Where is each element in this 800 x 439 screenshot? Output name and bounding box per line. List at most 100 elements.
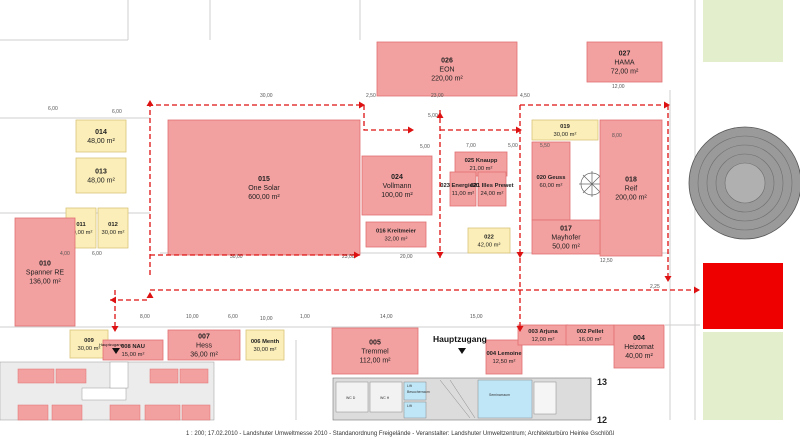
booth-label: 021 Illes Prewet xyxy=(470,183,513,189)
booth-label: 027 xyxy=(619,50,631,57)
booth-name: Vollmann xyxy=(383,183,412,190)
dimension-value: 6,00 xyxy=(228,314,238,320)
booth-label: 006 Menth xyxy=(251,339,280,345)
booth-area-label: 12,00 m² xyxy=(532,337,555,343)
booth-name: Reif xyxy=(625,185,638,192)
green-area-bottom xyxy=(703,332,783,420)
booth-label: 016 Kreitmeier xyxy=(376,229,417,235)
booth-label: 023 Energie2000 xyxy=(440,183,485,189)
visitor-routes xyxy=(110,100,700,332)
booth-014: 014 48,00 m² xyxy=(75,119,127,153)
booth-area-label: 21,00 m² xyxy=(470,166,493,172)
booth-area xyxy=(449,171,477,207)
booth-label: 008 NAU xyxy=(121,344,145,350)
tree-symbol xyxy=(579,171,605,197)
label-lift: Lift xyxy=(407,384,412,388)
dimension-value: 8,00 xyxy=(612,133,622,139)
booth-label: 018 xyxy=(625,176,637,183)
dimension-value: 30,00 xyxy=(260,93,273,99)
dimension-value: 20,00 xyxy=(400,254,413,260)
booth-area xyxy=(75,119,127,153)
round-pavilion xyxy=(688,126,800,240)
booth-area-label: 600,00 m² xyxy=(248,194,280,201)
booth-label: 004 Lemoine xyxy=(486,351,522,357)
route-arrow-icon xyxy=(694,286,700,294)
dimension-value: 8,00 xyxy=(140,314,150,320)
booth-name: Hess xyxy=(196,342,212,349)
booth-area-label: 30,00 m² xyxy=(554,132,577,138)
dimension-value: 6,00 xyxy=(92,251,102,257)
booth-area-label: 48,00 m² xyxy=(87,138,115,145)
booth-area xyxy=(586,41,663,83)
dimension-value: 30,00 xyxy=(230,254,243,260)
booth-area-label: 72,00 m² xyxy=(611,68,639,75)
route-arrow-icon xyxy=(436,112,444,118)
entrance-label: Hauptzugang xyxy=(433,334,487,344)
booth-area xyxy=(14,217,76,327)
dimension-value: 12,00 xyxy=(612,84,625,90)
booth-area xyxy=(245,329,285,361)
dimension-value: 12,50 xyxy=(600,258,613,264)
label-wc-d: WC D xyxy=(346,396,356,400)
route-arrow-icon xyxy=(146,292,154,298)
route-arrow-icon xyxy=(111,326,119,332)
booth-area-label: 136,00 m² xyxy=(29,278,61,285)
plan-caption: 1 : 200; 17.02.2010 - Landshuter Umweltm… xyxy=(186,431,614,437)
route-arrow-icon xyxy=(110,296,116,304)
booth-label: 017 xyxy=(560,225,572,232)
dimension-value: 15,00 xyxy=(470,314,483,320)
booth-area xyxy=(531,219,601,255)
dimension-value: 2,50 xyxy=(366,93,376,99)
booth-area-label: 24,00 m² xyxy=(481,191,504,197)
route-arrow-icon xyxy=(516,252,524,258)
dimension-value: 6,00 xyxy=(48,106,58,112)
booth-area-label: 42,00 m² xyxy=(478,242,501,248)
booth-label: 014 xyxy=(95,129,107,136)
booth-area-label: 15,00 m² xyxy=(122,352,145,358)
dimension-value: 10,00 xyxy=(260,316,273,322)
dimension-value: 4,50 xyxy=(520,93,530,99)
booth-label: 013 xyxy=(95,168,107,175)
booth-area xyxy=(485,339,523,375)
route-arrow-icon xyxy=(516,326,524,332)
route-arrow-icon xyxy=(664,276,672,282)
route-line xyxy=(363,105,412,131)
booth-label: 004 xyxy=(633,335,645,342)
booth-name: Mayhofer xyxy=(551,234,581,241)
hall-plan-small xyxy=(0,361,215,421)
label-seminar: Seminarraum xyxy=(489,393,510,397)
entrance-marker-icon xyxy=(458,348,466,354)
booth-023: 023 Energie2000 11,00 m² xyxy=(440,171,486,207)
route-arrow-icon xyxy=(359,101,365,109)
booth-021: 021 Illes Prewet 24,00 m² xyxy=(470,171,514,207)
dimension-value: 1,00 xyxy=(300,314,310,320)
entrance-marker-small-icon xyxy=(112,348,120,354)
booth-label: 002 Pellet xyxy=(577,329,604,335)
booth-area-label: 30,00 m² xyxy=(254,347,277,353)
dimension-value: 7,00 xyxy=(466,143,476,149)
booth-name: Spanner RE xyxy=(26,269,64,276)
booth-area-label: 11,00 m² xyxy=(452,191,475,197)
building-block xyxy=(332,377,592,421)
booth-area-label: 60,00 m² xyxy=(540,183,563,189)
building-number-12: 12 xyxy=(597,415,607,425)
booth-label: 005 xyxy=(369,339,381,346)
